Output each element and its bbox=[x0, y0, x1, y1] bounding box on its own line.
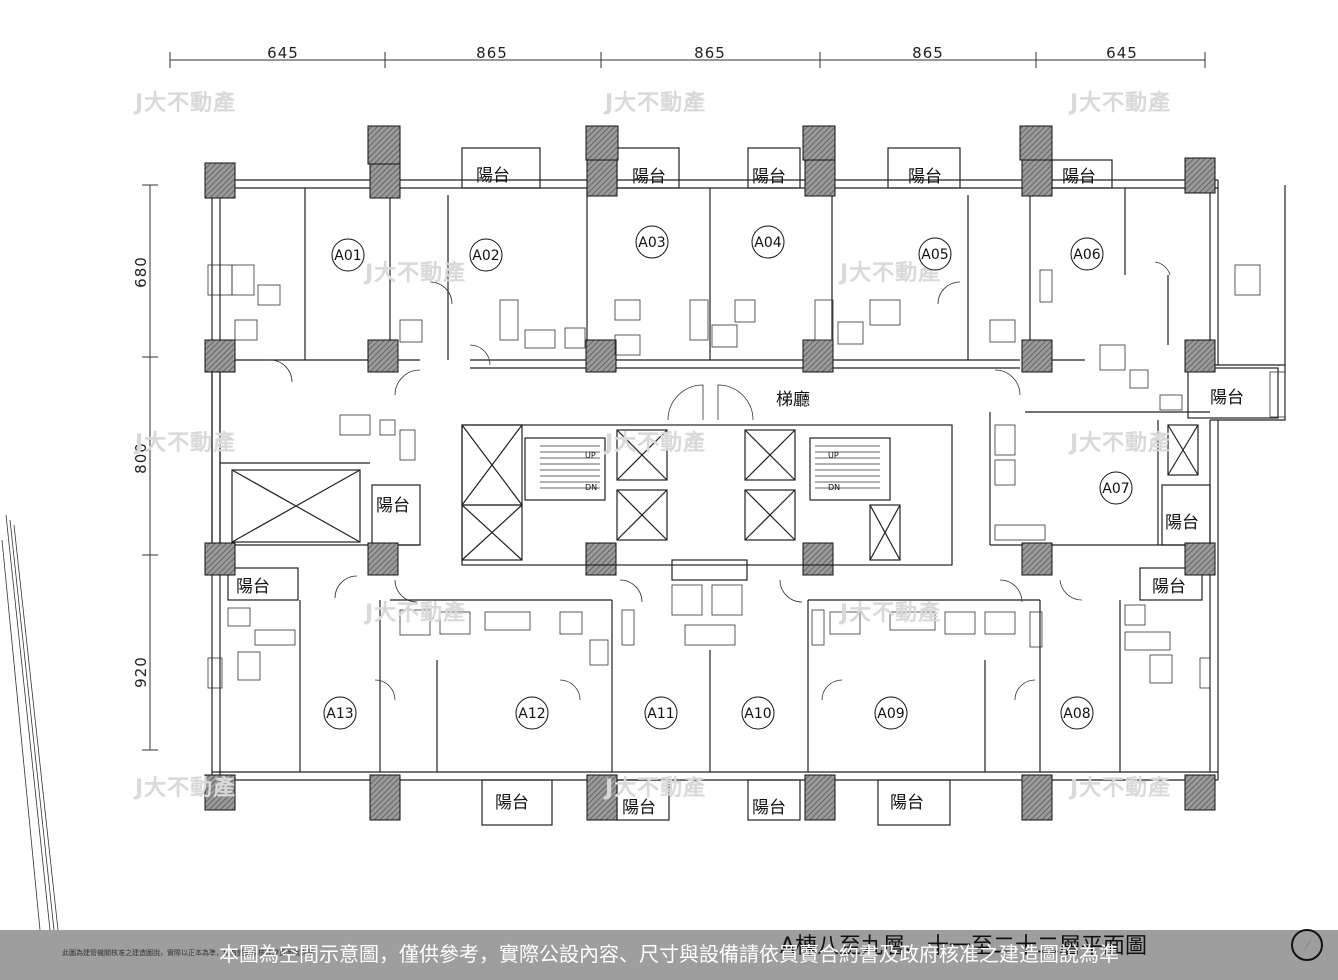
balcony-label-3: 陽台 bbox=[752, 167, 786, 187]
core bbox=[231, 424, 1199, 581]
top-dim-5: 645 bbox=[1106, 44, 1138, 62]
unit-a13: A13 bbox=[326, 706, 353, 722]
balcony-label-8: 陽台 bbox=[1165, 513, 1199, 533]
balcony-label-12: 陽台 bbox=[622, 798, 656, 818]
stair-up-right: UP bbox=[828, 451, 839, 460]
left-dimension-line: 680 800 920 bbox=[132, 184, 158, 751]
watermark-7: J大不動產 bbox=[603, 430, 706, 456]
unit-a04: A04 bbox=[754, 235, 781, 251]
balcony-label-7: 陽台 bbox=[376, 496, 410, 516]
lobby-label: 梯廳 bbox=[776, 390, 810, 410]
unit-a11: A11 bbox=[647, 706, 674, 722]
watermark-1: J大不動產 bbox=[133, 90, 236, 116]
unit-a07: A07 bbox=[1102, 481, 1129, 497]
balcony-label-5: 陽台 bbox=[1062, 167, 1096, 187]
unit-labels: A01 A02 A03 A04 A05 A06 A07 A08 A09 A10 … bbox=[323, 225, 1133, 730]
unit-a10: A10 bbox=[744, 706, 771, 722]
unit-a08: A08 bbox=[1063, 706, 1090, 722]
unit-a05: A05 bbox=[921, 247, 948, 263]
structural-columns bbox=[204, 125, 1216, 821]
watermarks: J大不動產 J大不動產 J大不動產 J大不動產 J大不動產 J大不動產 J大不動… bbox=[133, 90, 1171, 801]
watermark-9: J大不動產 bbox=[363, 600, 466, 626]
stair-treads bbox=[540, 445, 880, 489]
stair-down-left: DN bbox=[585, 483, 597, 492]
balcony-label-2: 陽台 bbox=[632, 167, 666, 187]
stair-up-left: UP bbox=[585, 451, 596, 460]
top-dim-3: 865 bbox=[694, 44, 726, 62]
watermark-11: J大不動產 bbox=[133, 775, 236, 801]
top-dim-2: 865 bbox=[476, 44, 508, 62]
unit-a09: A09 bbox=[877, 706, 904, 722]
facade-lines bbox=[1, 514, 59, 931]
door-swings bbox=[269, 261, 1171, 701]
left-dim-3: 920 bbox=[132, 656, 150, 688]
watermark-2: J大不動產 bbox=[603, 90, 706, 116]
top-dimension-line: 645 865 865 865 645 bbox=[169, 44, 1206, 68]
balcony-label-6: 陽台 bbox=[1210, 388, 1244, 408]
watermark-13: J大不動產 bbox=[1068, 775, 1171, 801]
fixtures bbox=[207, 264, 1286, 689]
unit-a06: A06 bbox=[1073, 247, 1100, 263]
balcony-label-14: 陽台 bbox=[890, 793, 924, 813]
balcony-label-10: 陽台 bbox=[1152, 577, 1186, 597]
unit-a01: A01 bbox=[334, 248, 361, 264]
unit-a03: A03 bbox=[638, 235, 665, 251]
watermark-8: J大不動產 bbox=[1068, 430, 1171, 456]
unit-a12: A12 bbox=[518, 706, 545, 722]
watermark-3: J大不動產 bbox=[1068, 90, 1171, 116]
unit-a02: A02 bbox=[472, 248, 499, 264]
left-dim-2: 800 bbox=[132, 442, 150, 474]
top-dim-1: 645 bbox=[267, 44, 299, 62]
stair-down-right: DN bbox=[828, 483, 840, 492]
left-dim-1: 680 bbox=[132, 256, 150, 288]
watermark-4: J大不動產 bbox=[363, 260, 466, 286]
top-dim-4: 865 bbox=[912, 44, 944, 62]
balcony-labels: 陽台 陽台 陽台 陽台 陽台 陽台 陽台 陽台 陽台 陽台 陽台 陽台 陽台 陽… bbox=[236, 166, 1244, 818]
plan-title: A棟八至九層、十一至二十二層平面圖 bbox=[780, 934, 1148, 959]
disclaimer-text: 本圖為空間示意圖，僅供參考，實際公設內容、尺寸與設備請依買賣合約書及政府核准之建… bbox=[219, 942, 1119, 966]
north-arrow-icon bbox=[1291, 929, 1323, 961]
fine-print: 此圖為建管機關核准之建造圖說，實際以正本為準，如有變更以核准變更圖說為準 bbox=[62, 949, 314, 957]
balcony-label-4: 陽台 bbox=[908, 167, 942, 187]
balcony-label-9: 陽台 bbox=[236, 577, 270, 597]
disclaimer-bar bbox=[0, 930, 1338, 980]
watermark-10: J大不動產 bbox=[838, 600, 941, 626]
balcony-label-1: 陽台 bbox=[476, 166, 510, 186]
watermark-12: J大不動產 bbox=[603, 775, 706, 801]
balcony-label-11: 陽台 bbox=[495, 793, 529, 813]
watermark-6: J大不動產 bbox=[133, 430, 236, 456]
balcony-label-13: 陽台 bbox=[752, 798, 786, 818]
